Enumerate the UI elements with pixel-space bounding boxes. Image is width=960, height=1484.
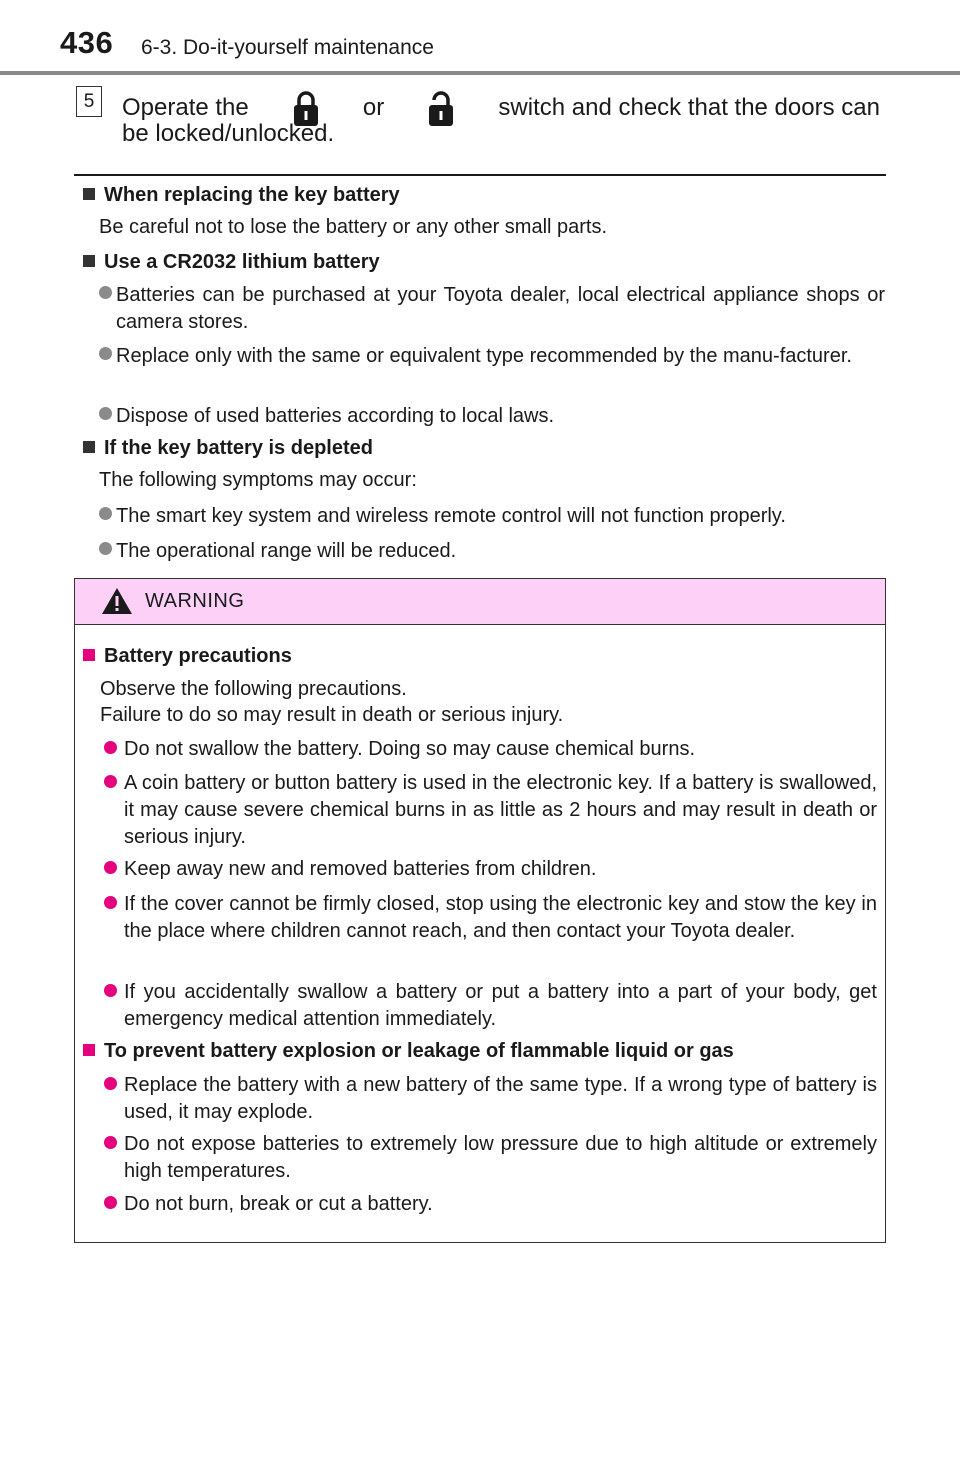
step-line-1: Operate the or switch and check that the… xyxy=(122,88,880,128)
section-divider xyxy=(74,174,886,176)
warning-box: WARNING Battery precautions Observe the … xyxy=(74,578,886,1243)
circle-bullet-icon xyxy=(104,861,117,874)
square-bullet-icon xyxy=(83,441,95,453)
circle-bullet-icon xyxy=(99,407,112,420)
circle-bullet-icon xyxy=(104,1077,117,1090)
square-bullet-icon xyxy=(83,1044,95,1056)
step-text-rest: switch and check that the doors can xyxy=(498,94,880,121)
circle-bullet-icon xyxy=(104,741,117,754)
note-heading: Use a CR2032 lithium battery xyxy=(83,251,380,274)
circle-bullet-icon xyxy=(99,286,112,299)
circle-bullet-icon xyxy=(104,1136,117,1149)
warning-label: WARNING xyxy=(145,590,245,612)
circle-bullet-icon xyxy=(104,896,117,909)
page-header: 436 6-3. Do-it-yourself maintenance xyxy=(0,0,960,75)
unlock-icon xyxy=(426,88,456,128)
note-heading: When replacing the key battery xyxy=(83,184,400,207)
circle-bullet-icon xyxy=(99,542,112,555)
header-rule xyxy=(0,71,960,75)
step-text-or: or xyxy=(362,94,385,121)
warning-header: WARNING xyxy=(75,579,885,625)
square-bullet-icon xyxy=(83,255,95,267)
note-text: Be careful not to lose the battery or an… xyxy=(99,216,608,238)
circle-bullet-icon xyxy=(99,347,112,360)
lock-icon xyxy=(291,88,321,128)
section-title: 6-3. Do-it-yourself maintenance xyxy=(141,36,434,59)
square-bullet-icon xyxy=(83,188,95,200)
warning-text: Observe the following precautions. xyxy=(100,678,407,700)
circle-bullet-icon xyxy=(104,775,117,788)
step-line-2: be locked/unlocked. xyxy=(122,120,335,147)
circle-bullet-icon xyxy=(104,984,117,997)
note-heading: If the key battery is depleted xyxy=(83,437,373,460)
warning-heading: To prevent battery explosion or leakage … xyxy=(83,1040,734,1063)
step-text-operate: Operate the xyxy=(122,94,249,121)
circle-bullet-icon xyxy=(99,507,112,520)
step-number: 5 xyxy=(76,86,102,117)
page-number: 436 xyxy=(60,25,114,60)
square-bullet-icon xyxy=(83,649,95,661)
circle-bullet-icon xyxy=(104,1196,117,1209)
warning-triangle-icon xyxy=(102,588,132,614)
warning-heading: Battery precautions xyxy=(83,645,292,668)
note-text: The following symptoms may occur: xyxy=(99,469,417,491)
warning-text: Failure to do so may result in death or … xyxy=(100,704,564,726)
